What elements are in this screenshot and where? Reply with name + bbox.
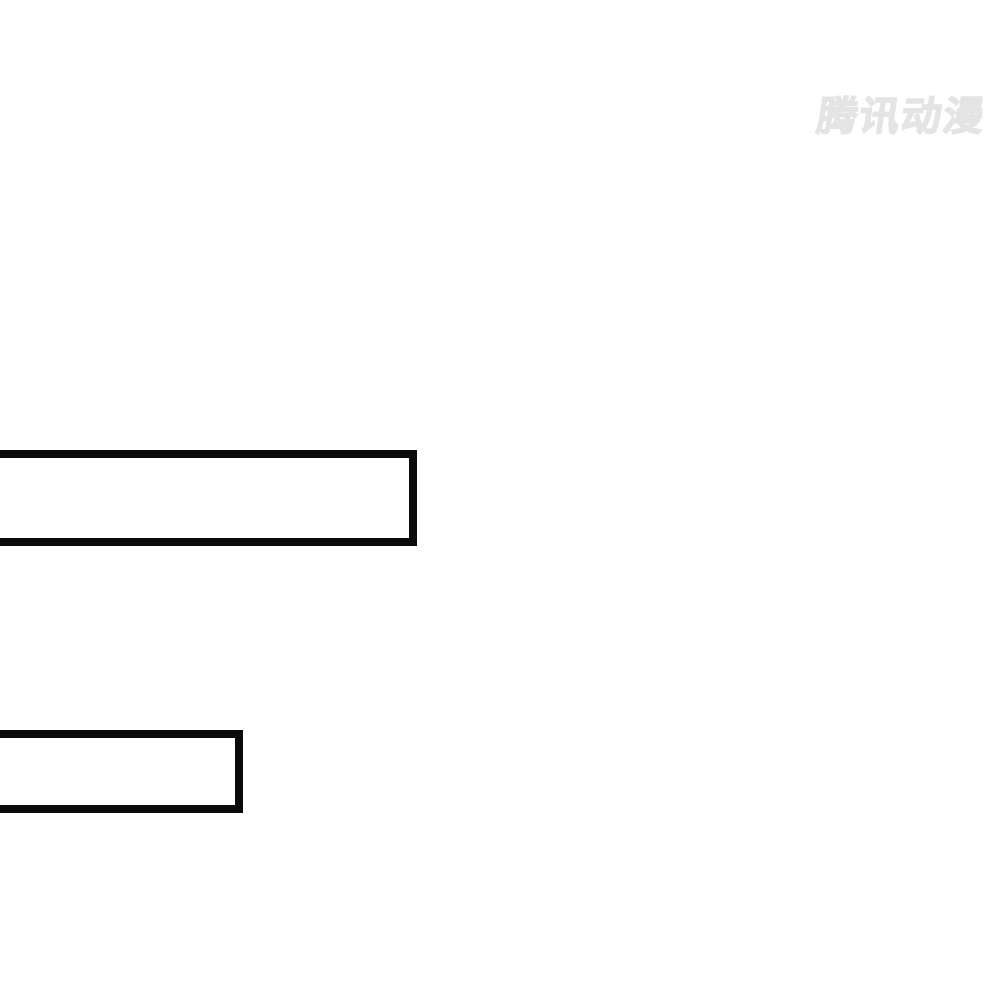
caption-box-small <box>0 730 243 813</box>
tencent-comics-watermark: 腾讯动漫 <box>813 93 989 141</box>
caption-box-large <box>0 450 417 546</box>
